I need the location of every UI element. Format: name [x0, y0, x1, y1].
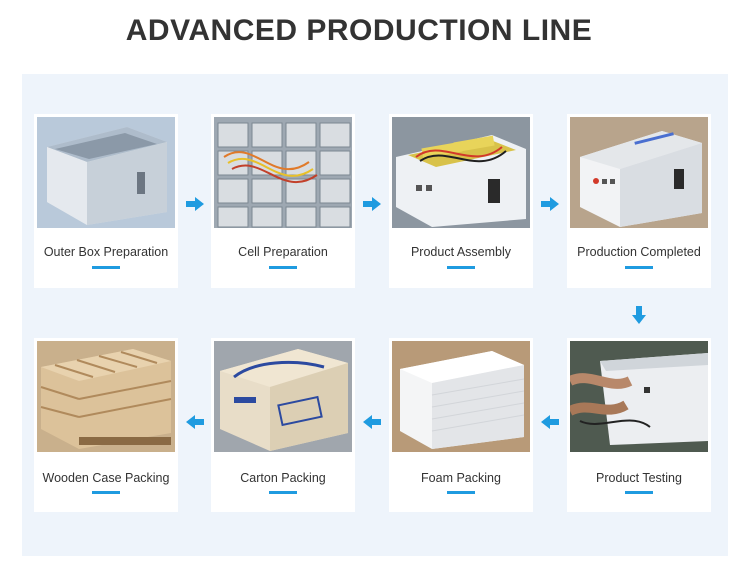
accent-bar	[92, 491, 120, 494]
carton-packing-photo	[214, 341, 352, 452]
step-label: Wooden Case Packing	[42, 471, 170, 485]
step-card-foam-packing: Foam Packing	[389, 338, 533, 512]
cell-preparation-photo	[214, 117, 352, 228]
step-card-wooden-case-packing: Wooden Case Packing	[34, 338, 178, 512]
page-title: ADVANCED PRODUCTION LINE	[125, 14, 593, 47]
accent-bar	[269, 491, 297, 494]
step-label: Product Assembly	[410, 245, 512, 259]
arrow-left-icon	[541, 415, 559, 429]
step-card-carton-packing: Carton Packing	[211, 338, 355, 512]
step-label: Cell Preparation	[238, 245, 328, 259]
step-card-product-assembly: Product Assembly	[389, 114, 533, 288]
step-card-production-completed: Production Completed	[567, 114, 711, 288]
arrow-left-icon	[363, 415, 381, 429]
step-card-outer-box-preparation: Outer Box Preparation	[34, 114, 178, 288]
arrow-down-icon	[632, 306, 646, 324]
arrow-right-icon	[541, 197, 559, 211]
accent-bar	[625, 266, 653, 269]
flow-panel: Outer Box Preparation Cell Preparation	[22, 74, 728, 556]
outer-box-photo	[37, 117, 175, 228]
accent-bar	[92, 266, 120, 269]
arrow-right-icon	[363, 197, 381, 211]
foam-packing-photo	[392, 341, 530, 452]
production-completed-photo	[570, 117, 708, 228]
accent-bar	[625, 491, 653, 494]
arrow-right-icon	[186, 197, 204, 211]
step-label: Production Completed	[577, 245, 701, 259]
accent-bar	[447, 491, 475, 494]
step-card-product-testing: Product Testing	[567, 338, 711, 512]
accent-bar	[269, 266, 297, 269]
step-label: Product Testing	[596, 471, 682, 485]
wooden-case-photo	[37, 341, 175, 452]
step-card-cell-preparation: Cell Preparation	[211, 114, 355, 288]
step-label: Foam Packing	[421, 471, 501, 485]
product-assembly-photo	[392, 117, 530, 228]
arrow-left-icon	[186, 415, 204, 429]
step-label: Outer Box Preparation	[43, 245, 169, 259]
accent-bar	[447, 266, 475, 269]
product-testing-photo	[570, 341, 708, 452]
step-label: Carton Packing	[240, 471, 326, 485]
